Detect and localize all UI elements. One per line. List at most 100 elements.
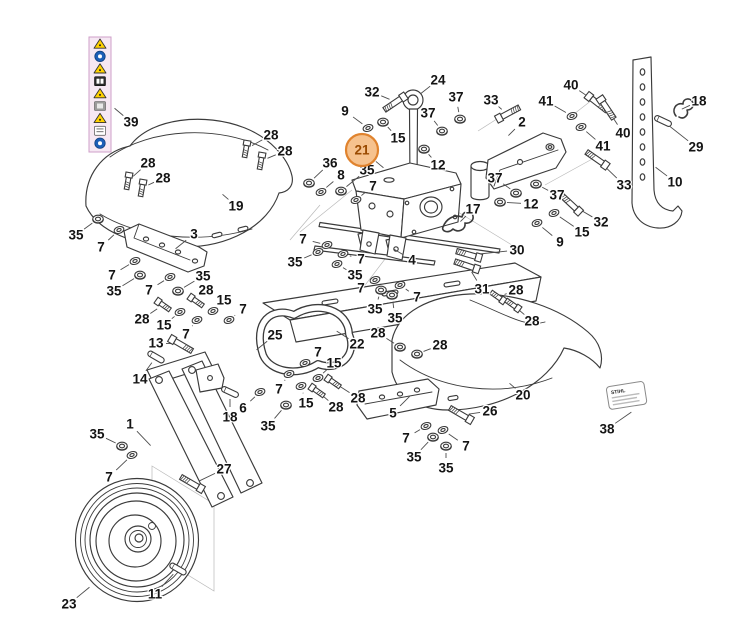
part-callout-28[interactable]: 28 bbox=[523, 312, 541, 329]
part-callout-28[interactable]: 28 bbox=[349, 389, 367, 406]
bolt-glyph bbox=[166, 333, 195, 355]
part-callout-2[interactable]: 2 bbox=[517, 113, 527, 130]
part-callout-10[interactable]: 10 bbox=[666, 173, 683, 190]
part-callout-7[interactable]: 7 bbox=[461, 437, 471, 454]
part-callout-28[interactable]: 28 bbox=[154, 169, 172, 186]
nut-glyph bbox=[418, 144, 430, 154]
part-callout-20[interactable]: 20 bbox=[514, 386, 531, 403]
part-callout-35[interactable]: 35 bbox=[437, 459, 455, 476]
part-callout-7[interactable]: 7 bbox=[144, 281, 154, 298]
part-callout-1[interactable]: 1 bbox=[125, 415, 135, 432]
part-callout-23[interactable]: 23 bbox=[60, 595, 78, 612]
part-callout-13[interactable]: 13 bbox=[147, 334, 165, 351]
part-callout-35[interactable]: 35 bbox=[88, 425, 106, 442]
nut-glyph bbox=[134, 270, 146, 280]
part-callout-15[interactable]: 15 bbox=[389, 129, 407, 146]
part-callout-28[interactable]: 28 bbox=[262, 126, 280, 143]
part-callout-15[interactable]: 15 bbox=[155, 316, 173, 333]
part-callout-35[interactable]: 35 bbox=[67, 226, 85, 243]
part-callout-28[interactable]: 28 bbox=[507, 281, 525, 298]
part-callout-35[interactable]: 35 bbox=[259, 417, 277, 434]
part-callout-28[interactable]: 28 bbox=[133, 310, 151, 327]
part-callout-33[interactable]: 33 bbox=[615, 176, 633, 193]
part-callout-25[interactable]: 25 bbox=[266, 326, 284, 343]
part-callout-35[interactable]: 35 bbox=[286, 253, 304, 270]
part-callout-30[interactable]: 30 bbox=[508, 241, 525, 258]
leader-line-41 bbox=[554, 105, 567, 113]
part-callout-7[interactable]: 7 bbox=[107, 266, 117, 283]
part-callout-7[interactable]: 7 bbox=[274, 380, 284, 397]
part-callout-28[interactable]: 28 bbox=[369, 324, 387, 341]
part-callout-7[interactable]: 7 bbox=[313, 343, 323, 360]
part-callout-31[interactable]: 31 bbox=[473, 280, 491, 297]
part-callout-28[interactable]: 28 bbox=[431, 336, 449, 353]
part-callout-6[interactable]: 6 bbox=[238, 399, 248, 416]
part-callout-4[interactable]: 4 bbox=[407, 251, 417, 268]
part-callout-7[interactable]: 7 bbox=[96, 238, 106, 255]
part-callout-26[interactable]: 26 bbox=[481, 402, 499, 419]
part-callout-12[interactable]: 12 bbox=[429, 156, 446, 173]
part-callout-37[interactable]: 37 bbox=[486, 169, 503, 186]
part-callout-28[interactable]: 28 bbox=[276, 142, 294, 159]
part-callout-5[interactable]: 5 bbox=[388, 404, 398, 421]
part-callout-14[interactable]: 14 bbox=[131, 370, 149, 387]
part-callout-28[interactable]: 28 bbox=[139, 154, 157, 171]
part-callout-36[interactable]: 36 bbox=[321, 154, 339, 171]
part-callout-38[interactable]: 38 bbox=[598, 420, 616, 437]
part-callout-32[interactable]: 32 bbox=[592, 213, 609, 230]
part-callout-35[interactable]: 35 bbox=[105, 282, 123, 299]
part-callout-37[interactable]: 37 bbox=[419, 104, 436, 121]
part-callout-15[interactable]: 15 bbox=[325, 354, 343, 371]
part-callout-35[interactable]: 35 bbox=[366, 300, 384, 317]
part-callout-19[interactable]: 19 bbox=[227, 197, 244, 214]
part-callout-35[interactable]: 35 bbox=[194, 267, 212, 284]
part-callout-3[interactable]: 3 bbox=[189, 225, 199, 242]
part-callout-41[interactable]: 41 bbox=[594, 137, 612, 154]
part-callout-9[interactable]: 9 bbox=[340, 102, 350, 119]
part-callout-15[interactable]: 15 bbox=[215, 291, 233, 308]
part-callout-12[interactable]: 12 bbox=[522, 195, 539, 212]
part-callout-17[interactable]: 17 bbox=[464, 200, 481, 217]
part-callout-7[interactable]: 7 bbox=[356, 250, 366, 267]
part-callout-7[interactable]: 7 bbox=[368, 177, 378, 194]
part-callout-29[interactable]: 29 bbox=[687, 138, 704, 155]
part-callout-37[interactable]: 37 bbox=[447, 88, 464, 105]
part-callout-7[interactable]: 7 bbox=[181, 325, 191, 342]
part-callout-7[interactable]: 7 bbox=[238, 300, 248, 317]
part-callout-39[interactable]: 39 bbox=[122, 113, 139, 130]
leader-line-35 bbox=[183, 280, 195, 288]
part-callout-7[interactable]: 7 bbox=[104, 468, 114, 485]
part-callout-40[interactable]: 40 bbox=[614, 124, 631, 141]
part-callout-22[interactable]: 22 bbox=[348, 335, 365, 352]
part-callout-28[interactable]: 28 bbox=[197, 281, 215, 298]
part-callout-7[interactable]: 7 bbox=[401, 429, 411, 446]
part-callout-27[interactable]: 27 bbox=[215, 460, 232, 477]
leader-line-7 bbox=[448, 433, 459, 441]
part-callout-18[interactable]: 18 bbox=[690, 92, 708, 109]
part-callout-8[interactable]: 8 bbox=[336, 166, 346, 183]
bolt-glyph bbox=[595, 94, 617, 121]
leader-line-28 bbox=[132, 169, 141, 177]
part-callout-18[interactable]: 18 bbox=[221, 408, 239, 425]
part-callout-35[interactable]: 35 bbox=[386, 309, 404, 326]
part-callout-15[interactable]: 15 bbox=[297, 394, 315, 411]
part-callout-9[interactable]: 9 bbox=[555, 233, 565, 250]
part-callout-7[interactable]: 7 bbox=[298, 230, 308, 247]
part-callout-11[interactable]: 11 bbox=[147, 585, 164, 602]
part-callout-28[interactable]: 28 bbox=[327, 398, 345, 415]
bolt-glyph bbox=[382, 91, 409, 113]
part-callout-7[interactable]: 7 bbox=[356, 279, 366, 296]
part-callout-33[interactable]: 33 bbox=[482, 91, 500, 108]
part-callout-32[interactable]: 32 bbox=[363, 83, 380, 100]
highlighted-part-marker[interactable] bbox=[344, 132, 380, 168]
part-callout-21[interactable]: 21 bbox=[354, 143, 370, 158]
part-callout-15[interactable]: 15 bbox=[573, 223, 591, 240]
part-callout-24[interactable]: 24 bbox=[429, 71, 447, 88]
part-callout-35[interactable]: 35 bbox=[405, 448, 423, 465]
part-callout-41[interactable]: 41 bbox=[537, 92, 555, 109]
part-callout-40[interactable]: 40 bbox=[562, 76, 579, 93]
part-callout-37[interactable]: 37 bbox=[548, 186, 565, 203]
part-callout-7[interactable]: 7 bbox=[412, 288, 422, 305]
leader-line-15 bbox=[387, 126, 392, 132]
part-callout-35[interactable]: 35 bbox=[346, 266, 364, 283]
